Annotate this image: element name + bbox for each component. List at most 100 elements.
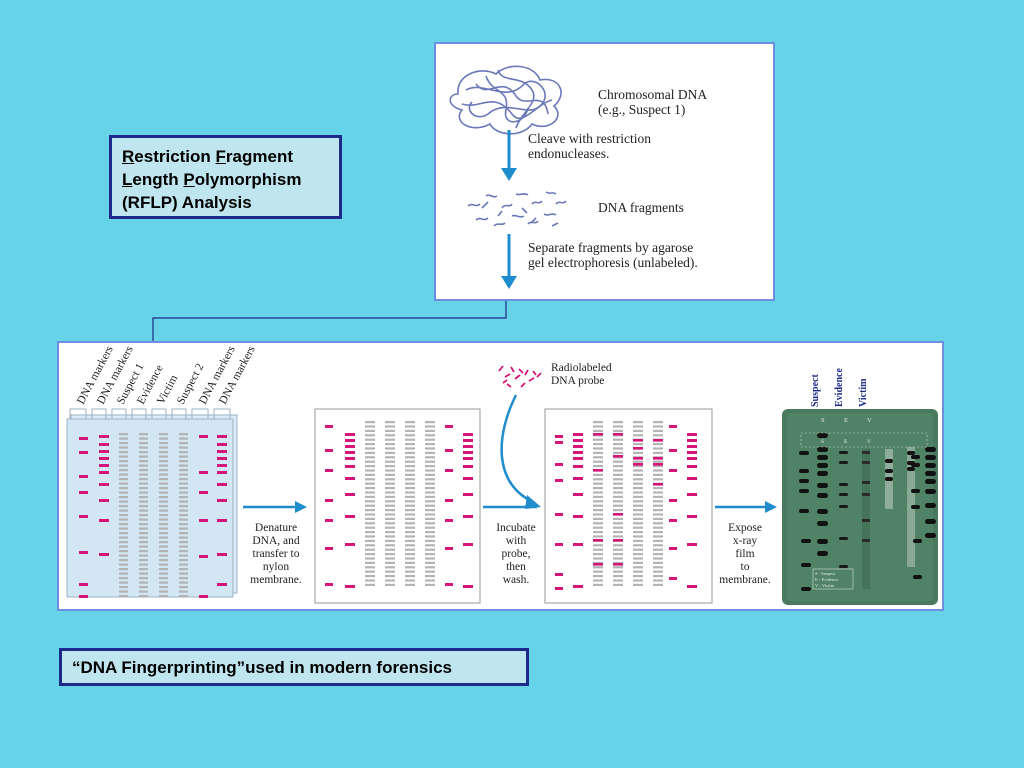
dna-band bbox=[593, 513, 603, 516]
film-band bbox=[817, 539, 828, 544]
dna-band bbox=[633, 557, 643, 560]
dna-band bbox=[119, 491, 128, 494]
dna-band bbox=[119, 455, 128, 458]
probe-label-line2: DNA probe bbox=[551, 375, 604, 387]
dna-band bbox=[365, 478, 375, 481]
marker-band bbox=[99, 457, 109, 460]
incubate-line: then bbox=[506, 561, 526, 573]
dna-band bbox=[365, 469, 375, 472]
dna-band bbox=[119, 590, 128, 593]
dna-band bbox=[653, 544, 663, 547]
dna-band bbox=[159, 550, 168, 553]
dna-band bbox=[385, 553, 395, 556]
dna-band bbox=[613, 579, 623, 582]
film-band bbox=[799, 469, 809, 473]
probe-label-line1: Radiolabeled bbox=[551, 362, 612, 374]
dna-band bbox=[365, 531, 375, 534]
dna-band bbox=[653, 500, 663, 503]
dna-band bbox=[159, 455, 168, 458]
marker-band bbox=[445, 499, 453, 502]
dna-band bbox=[633, 570, 643, 573]
dna-band bbox=[593, 447, 603, 450]
dna-band bbox=[179, 536, 188, 539]
dna-band bbox=[139, 577, 148, 580]
probe-arrow bbox=[500, 394, 541, 509]
dna-band bbox=[425, 553, 435, 556]
dna-band bbox=[179, 527, 188, 530]
film-band bbox=[885, 469, 893, 473]
dna-band bbox=[613, 482, 623, 485]
dna-band bbox=[633, 535, 643, 538]
dna-band bbox=[633, 566, 643, 569]
dna-band bbox=[425, 561, 435, 564]
dna-band bbox=[365, 421, 375, 424]
dna-band bbox=[179, 577, 188, 580]
dna-band bbox=[633, 469, 643, 472]
title-line-1: Restriction Fragment bbox=[122, 147, 293, 166]
dna-band bbox=[159, 523, 168, 526]
dna-band bbox=[425, 579, 435, 582]
dna-band bbox=[405, 504, 415, 507]
dna-band bbox=[119, 514, 128, 517]
dna-band bbox=[159, 433, 168, 436]
dna-band bbox=[365, 495, 375, 498]
marker-band bbox=[573, 457, 583, 460]
title-line-2: Length Polymorphism bbox=[122, 170, 302, 189]
dna-band bbox=[405, 434, 415, 437]
dna-band bbox=[159, 500, 168, 503]
marker-band bbox=[217, 457, 227, 460]
dna-band bbox=[119, 523, 128, 526]
dna-band bbox=[179, 446, 188, 449]
dna-band bbox=[593, 583, 603, 586]
dna-band bbox=[405, 429, 415, 432]
marker-band bbox=[573, 433, 583, 436]
dna-band bbox=[179, 505, 188, 508]
probe-band bbox=[633, 447, 643, 450]
dna-band bbox=[179, 482, 188, 485]
dna-band bbox=[613, 504, 623, 507]
dna-band bbox=[425, 504, 435, 507]
dna-band bbox=[179, 469, 188, 472]
probe-band bbox=[593, 433, 603, 436]
marker-band bbox=[445, 583, 453, 586]
dna-band bbox=[139, 473, 148, 476]
dna-band bbox=[179, 496, 188, 499]
dna-band bbox=[425, 434, 435, 437]
dna-band bbox=[365, 539, 375, 542]
dna-band bbox=[385, 548, 395, 551]
dna-band bbox=[405, 526, 415, 529]
marker-band bbox=[669, 547, 677, 550]
dna-band bbox=[385, 438, 395, 441]
dna-band bbox=[593, 500, 603, 503]
dna-band bbox=[139, 442, 148, 445]
dna-band bbox=[633, 429, 643, 432]
dna-band bbox=[613, 517, 623, 520]
expose-line: x-ray bbox=[733, 535, 758, 547]
top-process-panel: Chromosomal DNA (e.g., Suspect 1) Cleave… bbox=[434, 42, 775, 301]
probe-band bbox=[613, 513, 623, 516]
dna-band bbox=[159, 554, 168, 557]
film-band bbox=[839, 505, 848, 508]
denature-line: nylon bbox=[263, 561, 289, 573]
nylon-membrane bbox=[314, 408, 481, 604]
dna-band bbox=[139, 541, 148, 544]
dna-band bbox=[653, 487, 663, 490]
dna-band bbox=[653, 421, 663, 424]
dna-band bbox=[653, 429, 663, 432]
dna-band bbox=[365, 575, 375, 578]
dna-band bbox=[633, 513, 643, 516]
dna-band bbox=[425, 575, 435, 578]
dna-band bbox=[365, 517, 375, 520]
dna-band bbox=[593, 544, 603, 547]
marker-band bbox=[99, 435, 109, 438]
expose-line: to bbox=[741, 561, 750, 573]
expose-line: membrane. bbox=[719, 574, 771, 586]
dna-band bbox=[653, 504, 663, 507]
dna-band bbox=[159, 442, 168, 445]
dna-band bbox=[593, 460, 603, 463]
marker-band bbox=[463, 585, 473, 588]
dna-band bbox=[613, 478, 623, 481]
marker-band bbox=[345, 465, 355, 468]
